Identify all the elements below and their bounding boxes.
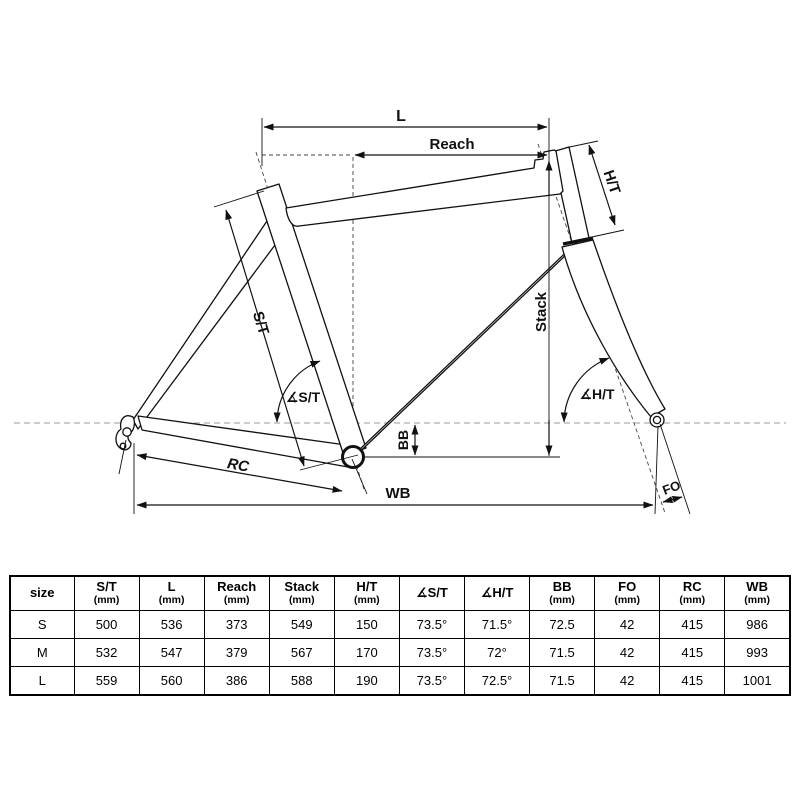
cell: 549 <box>268 610 335 639</box>
fork-blade <box>561 239 666 418</box>
cell: 150 <box>333 610 400 639</box>
col-header-l: L(mm) <box>138 575 205 611</box>
label-rc: RC <box>226 455 251 476</box>
cell: 986 <box>724 610 791 639</box>
steering-axis <box>537 143 666 514</box>
dimension-labels: L Reach H/T Stack S/T ∡S/T ∡H/T BB RC WB… <box>226 108 683 502</box>
cell: 73.5° <box>398 638 465 667</box>
dim-st-line <box>225 209 305 467</box>
col-header-stack: Stack(mm) <box>268 575 335 611</box>
top-tube <box>285 149 564 227</box>
col-header-angle-ht: ∡H/T <box>463 575 531 611</box>
col-header-reach: Reach(mm) <box>203 575 270 611</box>
cell: 560 <box>138 666 205 696</box>
cell: 588 <box>268 666 335 696</box>
label-wb: WB <box>386 485 411 502</box>
label-reach: Reach <box>429 136 474 153</box>
geometry-table-container: size S/T(mm) L(mm) Reach(mm) Stack(mm) H… <box>9 575 791 696</box>
label-st: S/T <box>249 309 272 336</box>
dim-ht-line <box>588 144 616 226</box>
label-stack: Stack <box>533 291 550 332</box>
col-header-ht: H/T(mm) <box>333 575 400 611</box>
cell: 170 <box>333 638 400 667</box>
cell: 536 <box>138 610 205 639</box>
col-header-fo: FO(mm) <box>594 575 661 611</box>
cell: 373 <box>203 610 270 639</box>
cell: S <box>9 610 75 639</box>
col-header-size: size <box>9 575 75 611</box>
cell: 532 <box>73 638 140 667</box>
cell: 386 <box>203 666 270 696</box>
cell: 72.5° <box>463 666 531 696</box>
col-header-wb: WB(mm) <box>724 575 791 611</box>
table-row-size-m: M 532 547 379 567 170 73.5° 72° 71.5 42 … <box>9 638 791 667</box>
bottom-bracket-shell <box>341 445 365 469</box>
table-row-size-s: S 500 536 373 549 150 73.5° 71.5° 72.5 4… <box>9 610 791 639</box>
col-header-bb: BB(mm) <box>529 575 596 611</box>
label-bb: BB <box>395 430 411 450</box>
cell: 73.5° <box>398 666 465 696</box>
cell: 73.5° <box>398 610 465 639</box>
cell: 415 <box>659 610 726 639</box>
label-l: L <box>396 108 406 125</box>
headset-lower-cup <box>562 236 594 246</box>
cell: 379 <box>203 638 270 667</box>
cell: 72.5 <box>529 610 596 639</box>
col-header-angle-st: ∡S/T <box>398 575 465 611</box>
cell: 71.5° <box>463 610 531 639</box>
cell: 72° <box>463 638 531 667</box>
col-header-rc: RC(mm) <box>659 575 726 611</box>
cell: M <box>9 638 75 667</box>
dimension-lines <box>136 123 683 509</box>
cell: 993 <box>724 638 791 667</box>
cell: 567 <box>268 638 335 667</box>
cell: 415 <box>659 638 726 667</box>
geometry-table: size S/T(mm) L(mm) Reach(mm) Stack(mm) H… <box>9 575 791 696</box>
dim-angle-st-arc <box>273 360 321 423</box>
down-tube <box>346 237 582 465</box>
cell: L <box>9 666 75 696</box>
label-ht: H/T <box>600 168 624 196</box>
label-angle-ht: ∡H/T <box>579 386 615 402</box>
cell: 559 <box>73 666 140 696</box>
cell: 42 <box>594 666 661 696</box>
cell: 500 <box>73 610 140 639</box>
header-row: size S/T(mm) L(mm) Reach(mm) Stack(mm) H… <box>9 575 791 611</box>
cell: 547 <box>138 638 205 667</box>
dim-rc-line <box>136 453 343 493</box>
dim-fo-line <box>662 496 683 503</box>
front-axle-hole <box>652 415 662 425</box>
cell: 71.5 <box>529 666 596 696</box>
table-row-size-l: L 559 560 386 588 190 73.5° 72.5° 71.5 4… <box>9 666 791 696</box>
frame-geometry-diagram: L Reach H/T Stack S/T ∡S/T ∡H/T BB RC WB… <box>14 108 786 515</box>
cell: 415 <box>659 666 726 696</box>
rear-axle-hole <box>122 427 132 437</box>
dim-angle-ht-arc <box>560 357 610 423</box>
label-angle-st: ∡S/T <box>286 389 321 405</box>
col-header-st: S/T(mm) <box>73 575 140 611</box>
cell: 71.5 <box>529 638 596 667</box>
cell: 42 <box>594 638 661 667</box>
label-fo: FO <box>660 477 682 497</box>
cell: 190 <box>333 666 400 696</box>
frame-drawing <box>115 146 666 469</box>
cell: 1001 <box>724 666 791 696</box>
cell: 42 <box>594 610 661 639</box>
